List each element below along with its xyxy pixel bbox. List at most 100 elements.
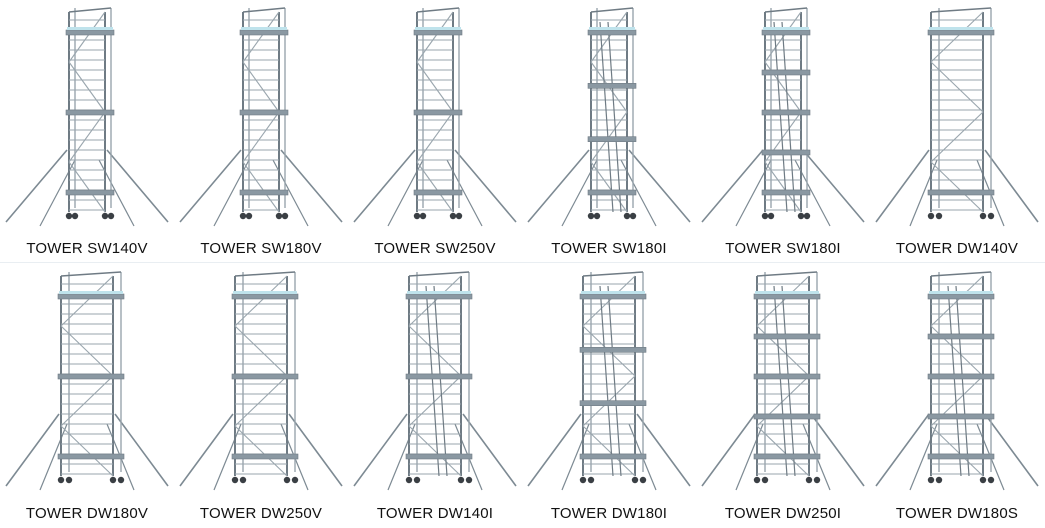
outrigger-left <box>179 413 234 487</box>
outrigger-left <box>179 149 242 223</box>
diagonal-brace <box>60 325 114 377</box>
diagonal-brace <box>408 375 462 427</box>
tower-card-dw250i: TOWER DW250I <box>696 264 870 528</box>
caster-wheel <box>57 476 65 484</box>
platform-deck <box>579 453 647 460</box>
caster-wheel <box>927 212 935 220</box>
caster-wheel <box>413 212 421 220</box>
caster-wheel <box>587 212 595 220</box>
diagonal-brace <box>60 375 114 427</box>
tower-card-dw140v: TOWER DW140V <box>870 0 1044 264</box>
platform-deck <box>927 189 995 196</box>
outrigger-left <box>5 413 60 487</box>
platform-deck <box>413 29 463 36</box>
tower-card-dw140i: TOWER DW140I <box>348 264 522 528</box>
caster-wheel <box>761 476 769 484</box>
caster-wheel <box>117 476 125 484</box>
outrigger-left <box>5 149 68 223</box>
platform-top-highlight <box>407 291 471 294</box>
top-guardrail <box>416 7 460 13</box>
caster-wheel <box>979 476 987 484</box>
outrigger-right <box>636 413 691 487</box>
top-guardrail <box>408 271 470 277</box>
platform-top-highlight <box>581 291 645 294</box>
outrigger-back-left <box>39 423 68 491</box>
caster-wheel <box>413 476 421 484</box>
outrigger-right <box>810 413 865 487</box>
platform-top-highlight <box>763 27 809 30</box>
diagonal-brace <box>416 111 454 163</box>
tower-dw250v-illustration <box>179 271 343 491</box>
platform-deck <box>753 453 821 460</box>
caster-wheel <box>231 476 239 484</box>
caster-wheel <box>639 476 647 484</box>
tower-label: TOWER DW250V <box>199 505 323 522</box>
diagonal-brace <box>242 61 280 113</box>
diagonal-brace <box>68 161 106 213</box>
diagonal-brace <box>234 275 288 327</box>
top-guardrail <box>68 7 112 13</box>
diagonal-brace <box>60 425 114 477</box>
tower-label: TOWER SW180I <box>725 240 841 257</box>
platform-deck <box>753 333 821 340</box>
caster-wheel <box>109 476 117 484</box>
outrigger-right <box>628 149 691 223</box>
tower-dw180i-illustration <box>527 271 691 491</box>
tower-card-dw250v: TOWER DW250V <box>174 264 348 528</box>
platform-deck <box>231 453 299 460</box>
platform-deck <box>927 333 995 340</box>
platform-deck <box>927 453 995 460</box>
caster-wheel <box>587 476 595 484</box>
caster-wheel <box>245 212 253 220</box>
outrigger-back-left <box>387 423 416 491</box>
platform-deck <box>761 109 811 116</box>
inner-ladder-rail <box>773 285 788 477</box>
caster-wheel <box>465 476 473 484</box>
tower-card-sw250v: TOWER SW250V <box>348 0 522 264</box>
platform-deck <box>57 293 125 300</box>
caster-wheel <box>593 212 601 220</box>
diagonal-brace <box>416 161 454 213</box>
platform-deck <box>587 189 637 196</box>
platform-deck <box>65 29 115 36</box>
top-guardrail <box>590 7 634 13</box>
platform-top-highlight <box>415 27 461 30</box>
caster-wheel <box>101 212 109 220</box>
caster-wheel <box>275 212 283 220</box>
outrigger-right <box>106 149 169 223</box>
caster-wheel <box>65 212 73 220</box>
outrigger-right <box>454 149 517 223</box>
caster-wheel <box>935 212 943 220</box>
top-guardrail <box>60 271 122 277</box>
caster-wheel <box>813 476 821 484</box>
tower-label: TOWER DW250I <box>724 505 842 522</box>
diagonal-brace <box>242 11 280 63</box>
caster-wheel <box>405 476 413 484</box>
diagonal-brace <box>930 11 984 63</box>
caster-wheel <box>239 212 247 220</box>
platform-deck <box>761 149 811 156</box>
platform-deck <box>413 109 463 116</box>
diagonal-brace <box>930 111 984 163</box>
platform-deck <box>57 453 125 460</box>
caster-wheel <box>979 212 987 220</box>
platform-deck <box>57 373 125 380</box>
tower-label: TOWER SW140V <box>26 240 148 257</box>
inner-ladder-rail <box>425 285 440 477</box>
caster-wheel <box>797 212 805 220</box>
platform-top-highlight <box>67 27 113 30</box>
top-guardrail <box>242 7 286 13</box>
outrigger-right <box>280 149 343 223</box>
row-divider <box>0 262 1045 263</box>
top-guardrail <box>582 271 644 277</box>
caster-wheel <box>457 476 465 484</box>
platform-deck <box>587 136 637 142</box>
platform-deck <box>927 293 995 300</box>
inner-ladder-rail <box>947 285 962 477</box>
platform-top-highlight <box>929 291 993 294</box>
caster-wheel <box>419 212 427 220</box>
top-guardrail <box>234 271 296 277</box>
tower-dw140v-illustration <box>875 7 1039 227</box>
diagonal-brace <box>408 425 462 477</box>
